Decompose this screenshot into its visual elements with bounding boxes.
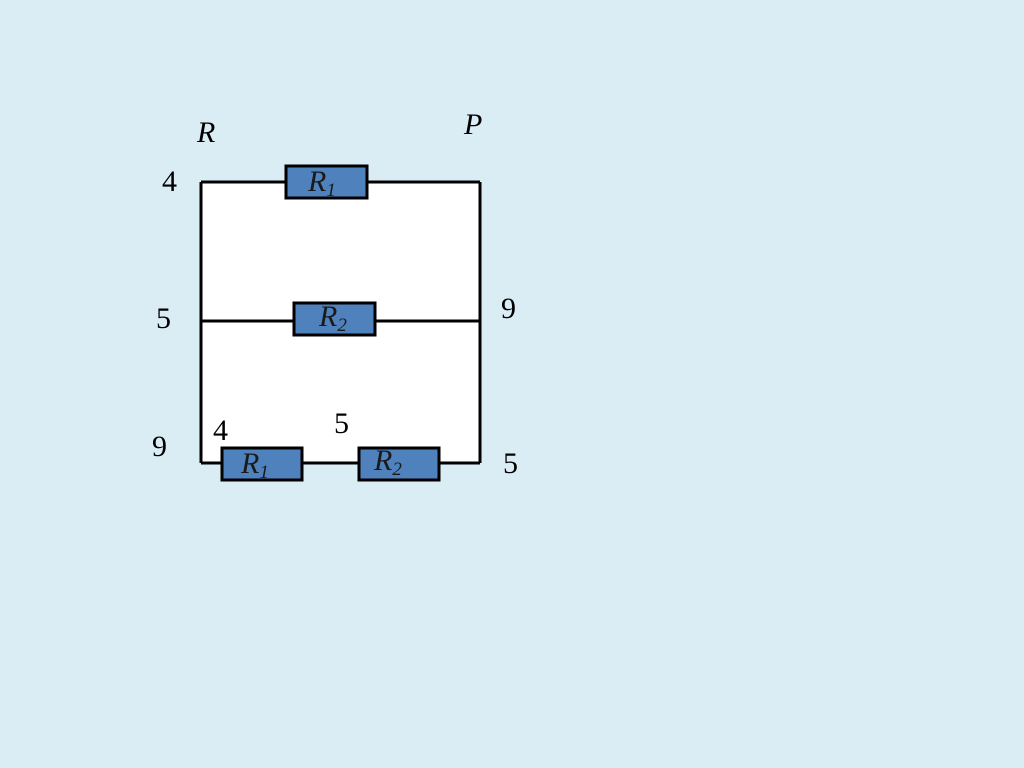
resistor-middle-body — [292, 301, 377, 337]
label-row3-inner-left: 4 — [213, 414, 228, 447]
resistor-bottom-left-body — [220, 446, 304, 482]
resistor-top-body — [284, 164, 369, 200]
resistor-bottom-right-body — [357, 446, 441, 482]
resistor-middle-letter: R — [318, 300, 337, 333]
resistor-top-sub: 1 — [326, 180, 336, 201]
label-row3-left: 9 — [152, 430, 167, 463]
label-row2-right: 9 — [501, 292, 516, 325]
label-row2-left: 5 — [156, 302, 171, 335]
resistor-bottom-left-letter: R — [240, 447, 259, 480]
resistor-bottom-left-label: R1 — [240, 447, 269, 483]
resistor-bottom-left-sub: 1 — [259, 462, 269, 483]
resistor-middle-label: R2 — [318, 300, 347, 336]
resistor-middle-sub: 2 — [337, 315, 347, 336]
label-r: R — [196, 116, 215, 149]
resistor-bottom-right: R2 — [357, 444, 441, 482]
label-row3-right: 5 — [503, 447, 518, 480]
resistor-bottom-right-sub: 2 — [392, 459, 402, 480]
resistor-bottom-right-label: R2 — [373, 444, 402, 480]
label-row1-left: 4 — [162, 165, 177, 198]
label-p: P — [463, 108, 482, 141]
resistor-top: R1 — [284, 164, 369, 201]
resistor-top-letter: R — [307, 165, 326, 198]
label-row3-middle: 5 — [334, 407, 349, 440]
resistor-middle: R2 — [292, 300, 377, 337]
resistor-bottom-right-letter: R — [373, 444, 392, 477]
resistor-bottom-left: R1 — [220, 446, 304, 483]
resistor-top-label: R1 — [307, 165, 336, 201]
